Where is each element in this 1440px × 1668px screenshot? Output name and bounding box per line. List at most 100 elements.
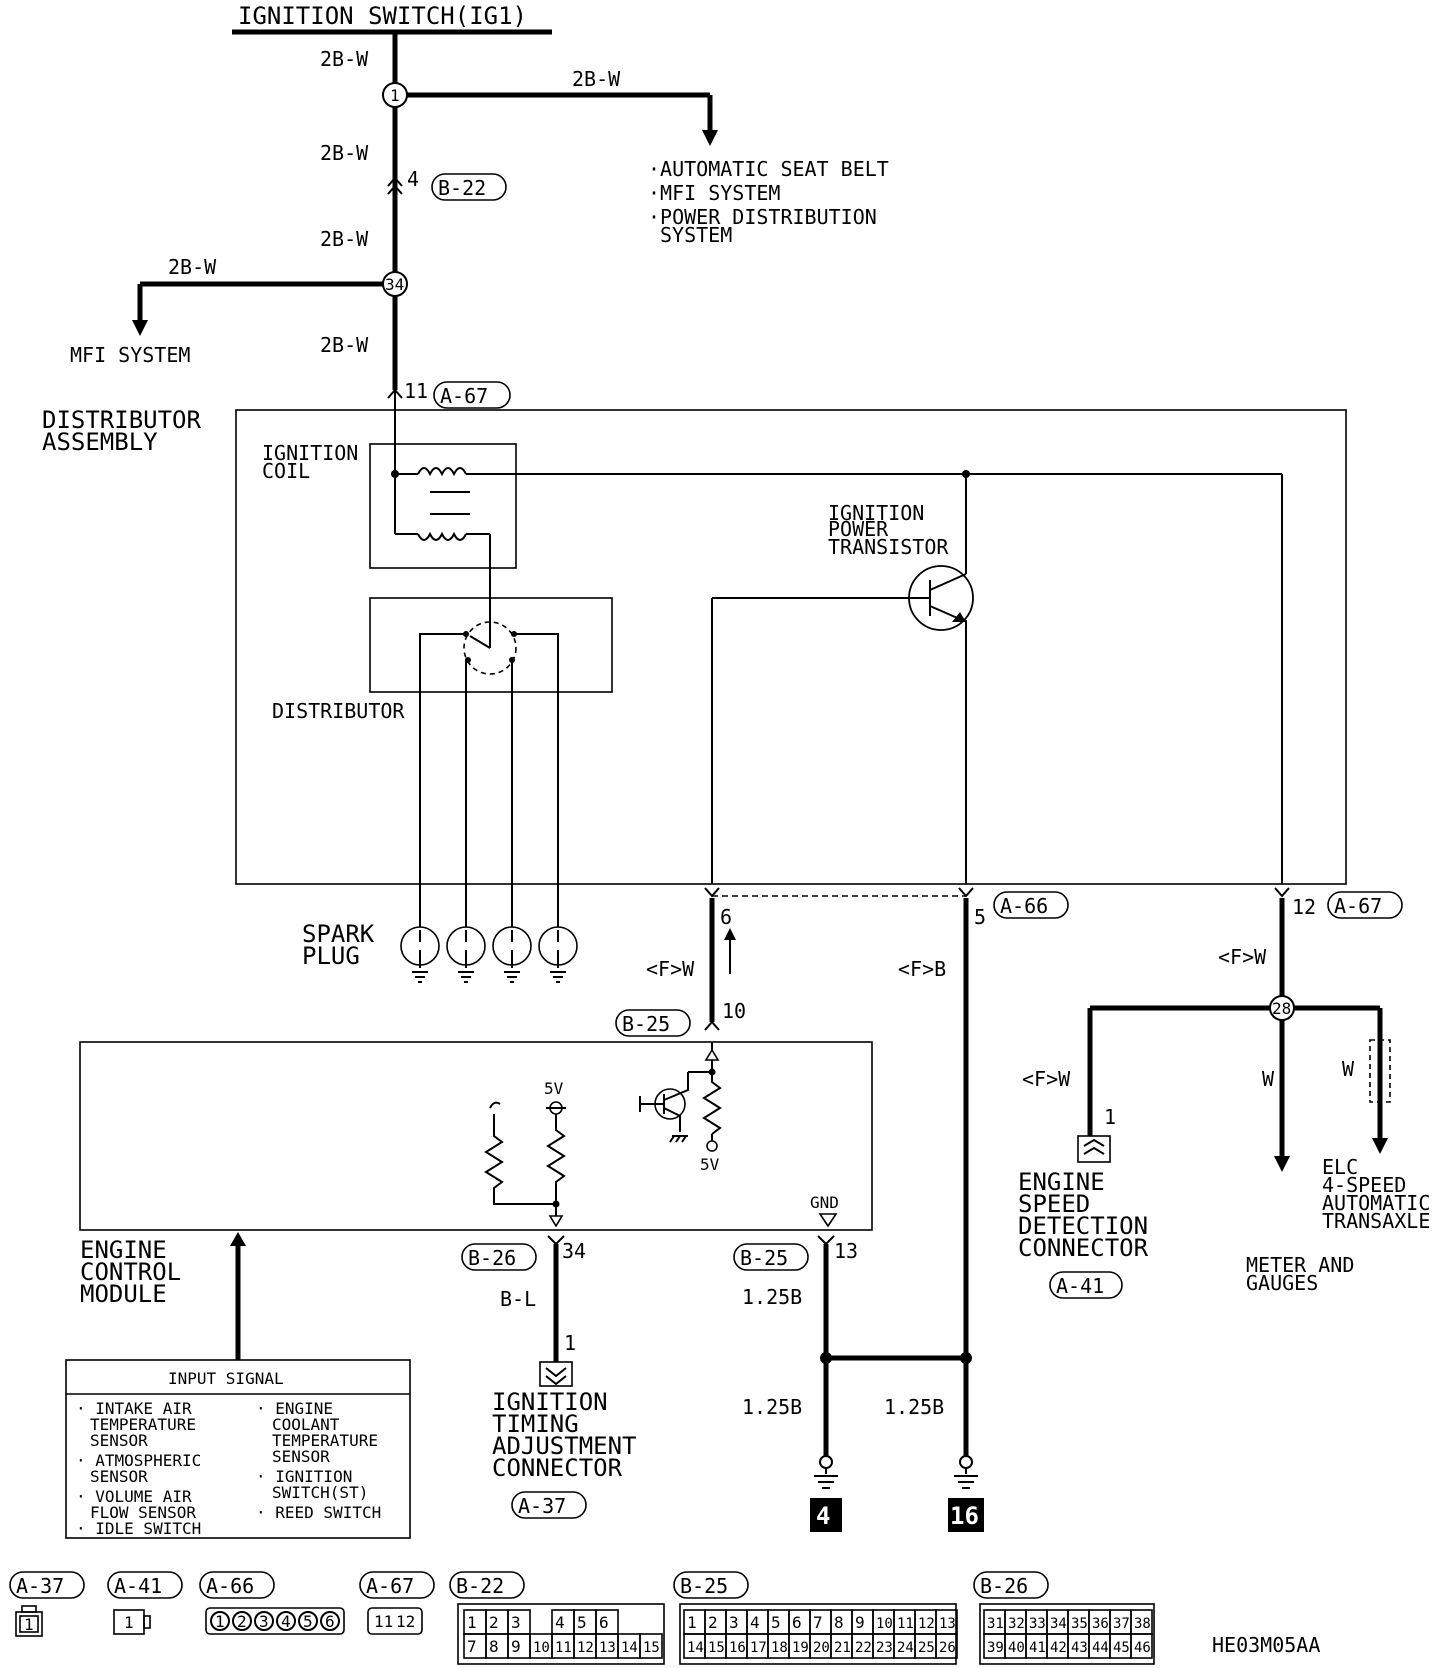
- legend-b26-pin-40: 40: [1008, 1640, 1025, 1656]
- itac-label-2: TIMING: [492, 1410, 579, 1438]
- legend-b22-pin-13: 13: [599, 1640, 616, 1656]
- legend-b25-pin-11: 11: [897, 1616, 914, 1632]
- distributor-box: [369, 597, 613, 693]
- wire-label-b125-g16: 1.25B: [884, 1395, 944, 1419]
- input-right-5: · IGNITION: [256, 1467, 352, 1486]
- wire-label-branch-left: 2B-W: [168, 255, 217, 279]
- legend-b22-pin-9: 9: [511, 1637, 521, 1656]
- dest-meter-1: METER AND: [1246, 1253, 1354, 1277]
- legend-b26-pin-44: 44: [1092, 1640, 1109, 1656]
- power-transistor-label-1: IGNITION: [828, 501, 924, 525]
- itac-label-3: ADJUSTMENT: [492, 1432, 637, 1460]
- wire-label-mid1: 2B-W: [320, 141, 369, 165]
- ecm-box: [79, 1041, 873, 1231]
- legend-a41: A-41 1: [107, 1571, 183, 1635]
- legend-b25: B-25: [673, 1571, 957, 1665]
- pin-1-a41: 1: [1104, 1105, 1116, 1129]
- ground-16-icon: [954, 1455, 978, 1489]
- badge-a67-right: [1327, 891, 1403, 919]
- dest-top-right-2: ·MFI SYSTEM: [648, 181, 780, 205]
- legend-b25-pin-8: 8: [834, 1613, 844, 1632]
- ecm-gnd-arrow-icon: [818, 1213, 838, 1228]
- legend-b22-pin-2: 2: [489, 1613, 499, 1632]
- ecm-resistor-2-icon: [546, 1114, 566, 1204]
- legend-b26-pin-36: 36: [1092, 1616, 1109, 1632]
- spark-plug-1-icon: [400, 926, 440, 983]
- legend-a67-pin-12: 12: [396, 1612, 415, 1631]
- input-right-2: COOLANT: [272, 1415, 340, 1434]
- itac-connector-chevron-icon: [545, 1367, 567, 1386]
- legend-a41-pin: 1: [124, 1613, 134, 1632]
- input-signal-arrow-icon: [230, 1232, 246, 1246]
- input-right-6: SWITCH(ST): [272, 1483, 368, 1502]
- arrow-to-elc-icon: [1372, 1138, 1388, 1154]
- wire-label-b125-g4: 1.25B: [742, 1395, 802, 1419]
- legend-b22-cell: [639, 1633, 663, 1659]
- connector-b25-top-icon: [704, 1020, 720, 1031]
- legend-b26-label: B-26: [980, 1574, 1028, 1598]
- legend-b25-pin-26: 26: [939, 1640, 956, 1656]
- badge-b22-label: B-22: [438, 176, 486, 200]
- legend-b25-pin-1: 1: [687, 1613, 697, 1632]
- ecm-sense-arrow-icon: [548, 1215, 564, 1228]
- connector-a67-pin12-icon: [1274, 887, 1290, 898]
- dest-mfi-left: MFI SYSTEM: [70, 343, 190, 367]
- legend-b25-pin-5: 5: [771, 1613, 781, 1632]
- input-left-5: SENSOR: [90, 1467, 148, 1486]
- arrow-to-meter-icon: [1274, 1156, 1290, 1172]
- junction-28-label: 28: [1272, 999, 1291, 1018]
- pin-6: 6: [720, 905, 732, 929]
- distributor-assembly-label-2: ASSEMBLY: [42, 428, 158, 456]
- legend-b26-pin-35: 35: [1071, 1616, 1088, 1632]
- ignition-coil-label-1: IGNITION: [262, 441, 358, 465]
- ground-16-label: 16: [950, 1502, 979, 1530]
- primary-winding-icon: [417, 467, 467, 477]
- input-left-1: · INTAKE AIR: [76, 1399, 192, 1418]
- ecm-resistor-1-icon: [484, 1114, 556, 1205]
- badge-a67-right-label: A-67: [1334, 894, 1382, 918]
- esdc-label-4: CONNECTOR: [1018, 1234, 1149, 1262]
- distributor-assembly-label-1: DISTRIBUTOR: [42, 406, 201, 434]
- badge-b26-label: B-26: [468, 1246, 516, 1270]
- legend-a66-pin-3: 3: [259, 1612, 269, 1631]
- ground-node-left: [820, 1352, 832, 1364]
- transistor-collector-leg: [929, 573, 967, 591]
- dest-elc-1: ELC: [1322, 1155, 1358, 1179]
- legend-a66-label: A-66: [206, 1574, 254, 1598]
- legend-b26-pin-43: 43: [1071, 1640, 1088, 1656]
- ecm-5v-a-label: 5V: [544, 1079, 564, 1098]
- distributor-assembly-box: [235, 409, 1347, 885]
- wire-label-fw-esdc: <F>W: [1022, 1067, 1071, 1091]
- legend-b25-pin-21: 21: [834, 1640, 851, 1656]
- legend-a66-pin-1: 1: [215, 1612, 225, 1631]
- pin-34: 34: [562, 1239, 586, 1263]
- dest-elc-2: 4-SPEED: [1322, 1173, 1406, 1197]
- legend-b26-pin-38: 38: [1134, 1616, 1151, 1632]
- dest-top-right-1: ·AUTOMATIC SEAT BELT: [648, 157, 889, 181]
- dest-top-right-4: SYSTEM: [660, 223, 732, 247]
- ecm-transistor-emitter: [663, 1107, 681, 1132]
- pin-12: 12: [1292, 895, 1316, 919]
- ground-4-icon: [814, 1455, 838, 1489]
- rotor-arm: [469, 635, 491, 649]
- pin-1-a37: 1: [564, 1331, 576, 1355]
- wire-label-branch-right: 2B-W: [572, 67, 621, 91]
- arrow-to-seat-belt-icon: [702, 130, 718, 146]
- legend-b25-pin-12: 12: [918, 1616, 935, 1632]
- diagram-code: HE03M05AA: [1212, 1633, 1320, 1657]
- legend-b22-pin-15: 15: [643, 1640, 660, 1656]
- legend-b22-pin-11: 11: [555, 1640, 572, 1656]
- input-signal-box: [65, 1359, 411, 1539]
- input-right-7: · REED SWITCH: [256, 1503, 381, 1522]
- badge-b25-top-label: B-25: [622, 1012, 670, 1036]
- legend-b25-pin-2: 2: [708, 1613, 718, 1632]
- legend-b25-pin-9: 9: [855, 1613, 865, 1632]
- legend-a67: A-67 11 12: [359, 1571, 435, 1635]
- ground-node-right: [960, 1352, 972, 1364]
- legend-b26-cell: [1130, 1633, 1153, 1659]
- ecm-transistor-ground-icon: [669, 1135, 688, 1143]
- ecm-input-arrow-icon: [704, 1048, 720, 1061]
- ground-16-badge: [948, 1498, 984, 1532]
- dest-elc-3: AUTOMATIC: [1322, 1191, 1430, 1215]
- plug-wire-4: [514, 633, 559, 928]
